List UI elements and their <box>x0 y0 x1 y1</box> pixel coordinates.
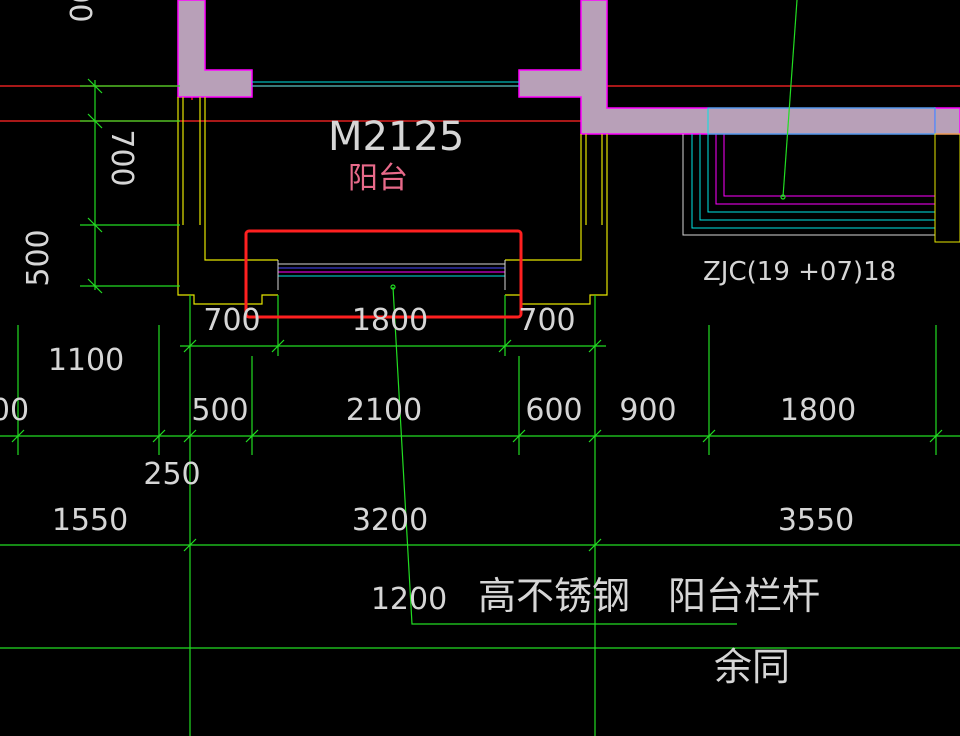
dim-window-middle: 1800 <box>352 303 428 338</box>
dim-row-a-500: 500 <box>191 393 248 428</box>
dim-row-b-250: 250 <box>143 457 200 492</box>
wall-far-right <box>934 107 960 135</box>
highlight-box[interactable] <box>244 229 523 319</box>
dim-row-c-1550: 1550 <box>52 503 128 538</box>
dimension-lines <box>0 78 960 736</box>
room-label: 阳台 <box>348 161 408 196</box>
door-tag[interactable]: M2125 <box>328 114 464 160</box>
dim-row-a-1100: 1100 <box>48 343 124 378</box>
leader-lines <box>390 0 798 625</box>
column-outline <box>682 107 960 243</box>
column-tag[interactable]: ZJC(19 +07)18 <box>703 257 896 287</box>
dim-left-500: 500 <box>21 229 56 286</box>
balcony-window <box>277 260 506 290</box>
wall-left <box>177 0 253 98</box>
axis-lines <box>0 0 960 122</box>
dim-row-a-partial: 00 <box>0 393 29 428</box>
dim-row-c-3200: 3200 <box>352 503 428 538</box>
dim-window-right: 700 <box>518 303 575 338</box>
dim-left-400: 400 <box>62 0 97 23</box>
door-opening <box>252 81 519 87</box>
balcony-outline <box>177 97 608 305</box>
dim-row-a-600: 600 <box>525 393 582 428</box>
walls <box>177 0 960 135</box>
note-same: 余同 <box>714 645 790 689</box>
dim-window-left: 700 <box>203 303 260 338</box>
dim-row-a-1800: 1800 <box>780 393 856 428</box>
dim-row-c-3550: 3550 <box>778 503 854 538</box>
note-railing-text[interactable]: 高不锈钢 阳台栏杆 <box>478 574 820 618</box>
dim-row-a-2100: 2100 <box>346 393 422 428</box>
dim-row-a-900: 900 <box>619 393 676 428</box>
note-height: 1200 <box>371 582 447 617</box>
dim-left-700: 700 <box>104 129 139 186</box>
wall-right <box>518 0 936 135</box>
